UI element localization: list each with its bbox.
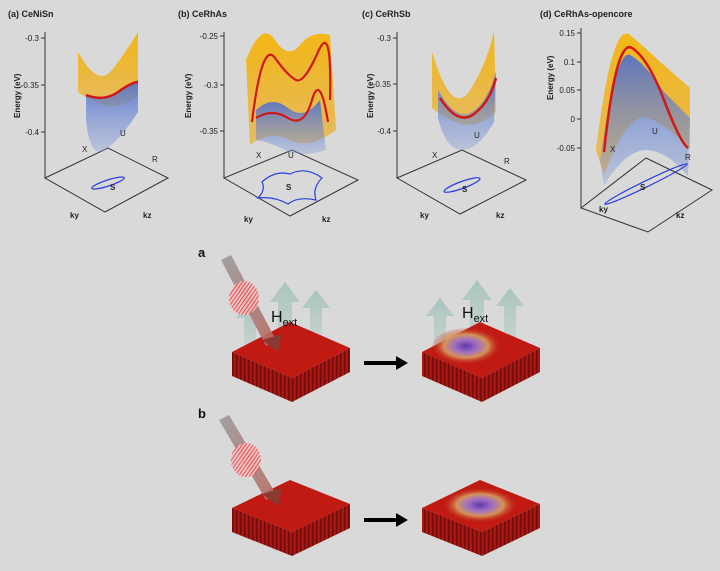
process-arrow-head [396,513,408,527]
panel-b-red-curve-lower [255,88,330,123]
panel-c-blue-band [438,72,496,150]
panel-b-bz-plane [222,149,360,217]
magnet-block-top [232,480,350,532]
magnet-block-top [232,322,350,378]
panel-d-blue-band [600,54,690,186]
panel-a-tick-label: -0.4 [25,128,39,137]
panel-d-tick-label: 0.1 [564,58,576,67]
panel-a: (a) CeNiSn Energy (eV) -0.3 -0.35 -0.4 X… [8,9,170,220]
panel-d-tick-label: 0.15 [559,29,575,38]
panel-a-ky-label: ky [70,211,79,220]
magnet-block-left [232,352,292,402]
panel-d-fermi-contour [604,163,688,205]
panel-c-s-label: S [462,185,468,194]
panel-b-tick-label: -0.25 [200,32,219,41]
magnet-block-right [482,348,540,402]
panel-c-tick-label: -0.4 [377,127,391,136]
laser-spot [229,281,259,315]
panel-d-kz-label: kz [676,211,684,220]
field-label-sub: ext [283,317,298,329]
panel-a-tick-label: -0.35 [21,81,40,90]
panel-a-bz-plane [43,147,170,213]
field-arrow-icon [462,280,492,340]
panel-d-tick-label: 0 [571,115,576,124]
panel-c-kz-label: kz [496,211,504,220]
panel-c-red-curve [438,77,498,119]
field-label-sub: ext [474,313,489,325]
magnet-block-left [422,508,482,556]
panel-d-s-label: S [640,183,646,192]
panel-c-energy-label: Energy (eV) [366,73,375,118]
panel-a-r-label: R [152,155,158,164]
panel-c-tick-label: -0.35 [373,80,392,89]
field-label: Hext [271,309,297,329]
panel-b-fermi-contour [256,170,323,205]
panel-c-ky-label: ky [420,211,429,220]
panel-c-orange-band [432,30,496,125]
panel-d-energy-label: Energy (eV) [546,55,555,100]
magnet-block-left [422,352,482,402]
panel-d-label: (d) CeRhAs-opencore [540,9,633,19]
panel-c-x-label: X [432,151,438,160]
magnet-block-right [292,348,350,402]
panel-b-tick-label: -0.3 [204,81,218,90]
panel-a-s-label: S [110,183,116,192]
panel-a-red-curve [85,80,139,100]
panel-d-bz-plane [579,157,714,233]
panel-d-x-label: X [610,145,616,154]
panel-c-fermi-contour [443,177,481,193]
laser-beam-head [262,334,282,352]
panel-d-u-label: U [652,127,658,136]
panel-b-label: (b) CeRhAs [178,9,227,19]
panel-c: (c) CeRhSb Energy (eV) -0.3 -0.35 -0.4 X… [362,9,528,220]
panel-b-x-label: X [256,151,262,160]
panel-c-tick-label: -0.3 [377,34,391,43]
panel-a-label: (a) CeNiSn [8,9,54,19]
panel-d-tick-label: -0.05 [557,144,576,153]
field-arrow-icon [496,288,524,338]
process-arrow-head [396,356,408,370]
panel-d-tick-label: 0.05 [559,86,575,95]
field-arrow-icon [426,298,454,345]
panel-b-kz-label: kz [322,215,330,224]
panel-d: (d) CeRhAs-opencore Energy (eV) 0.15 0.1… [540,9,714,233]
panel-b-red-curve-upper [250,41,332,123]
panel-a-kz-label: kz [143,211,151,220]
panel-c-r-label: R [504,157,510,166]
panel-b-u-label: U [288,151,294,160]
panel-c-label: (c) CeRhSb [362,9,411,19]
panel-a-x-label: X [82,145,88,154]
field-label-main: H [462,305,474,322]
magnet-block-right [292,504,350,556]
schematic-a: a Hext Hext [198,245,540,402]
schematic-b: b [198,406,540,556]
magnet-block-right [482,504,540,556]
laser-beam-head [262,488,282,506]
panel-c-u-label: U [474,131,480,140]
panel-b-tick-label: -0.35 [200,127,219,136]
panel-a-tick-label: -0.3 [25,34,39,43]
skyrmion-texture [444,488,516,522]
field-label: Hext [462,305,488,325]
panel-d-r-label: R [685,153,691,162]
laser-spot [231,443,261,477]
panel-a-fermi-contour [91,176,125,190]
panel-a-energy-label: Energy (eV) [13,73,22,118]
panel-a-u-label: U [120,129,126,138]
field-arrow-icon [270,282,300,340]
panel-b: (b) CeRhAs Energy (eV) -0.25 -0.3 -0.35 … [178,9,360,224]
panel-b-energy-label: Energy (eV) [184,73,193,118]
field-label-main: H [271,309,283,326]
panel-b-ky-label: ky [244,215,253,224]
magnet-block-left [232,508,292,556]
panel-d-ky-label: ky [599,205,608,214]
panel-b-s-label: S [286,183,292,192]
skyrmion-texture [432,328,500,364]
field-arrow-icon [302,290,330,338]
schematic-a-label: a [198,245,206,260]
panel-d-red-curve [602,45,689,153]
panel-c-bz-plane [395,149,528,215]
schematic-b-label: b [198,406,206,421]
